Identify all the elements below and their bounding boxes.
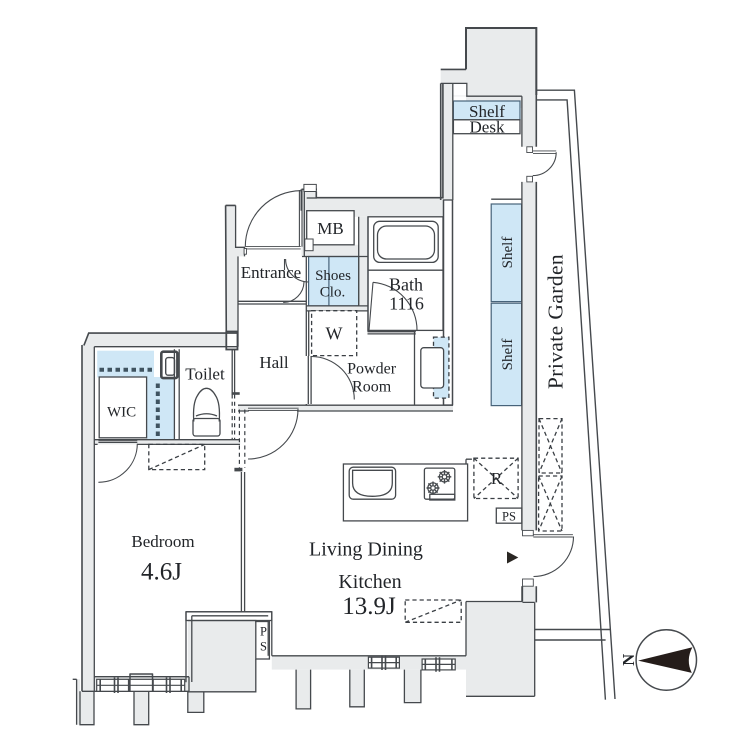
svg-text:Toilet: Toilet — [185, 365, 225, 384]
svg-text:Shelf: Shelf — [500, 339, 516, 371]
svg-text:Bath: Bath — [389, 275, 423, 295]
svg-text:4.6J: 4.6J — [141, 559, 182, 586]
svg-text:MB: MB — [317, 219, 343, 238]
svg-text:Living Dining: Living Dining — [309, 539, 423, 561]
svg-text:13.9J: 13.9J — [342, 593, 396, 620]
svg-text:WIC: WIC — [107, 405, 136, 421]
svg-text:Kitchen: Kitchen — [338, 571, 401, 593]
svg-text:N: N — [619, 654, 638, 666]
svg-text:R: R — [491, 469, 503, 488]
svg-text:Desk: Desk — [470, 118, 505, 137]
svg-text:W: W — [326, 324, 343, 344]
svg-text:Powder: Powder — [347, 361, 397, 378]
svg-text:Room: Room — [352, 379, 392, 396]
svg-text:Shoes: Shoes — [315, 268, 351, 284]
svg-text:S: S — [260, 640, 267, 654]
svg-text:Shelf: Shelf — [469, 102, 505, 121]
svg-text:Hall: Hall — [259, 353, 289, 372]
svg-text:1116: 1116 — [389, 294, 424, 314]
svg-text:Entrance: Entrance — [241, 263, 301, 282]
svg-text:Clo.: Clo. — [320, 285, 345, 301]
svg-text:P: P — [260, 625, 267, 639]
svg-text:Bedroom: Bedroom — [131, 532, 194, 551]
svg-text:PS: PS — [502, 510, 516, 524]
svg-text:Private Garden: Private Garden — [544, 254, 568, 389]
svg-text:Shelf: Shelf — [500, 237, 516, 269]
